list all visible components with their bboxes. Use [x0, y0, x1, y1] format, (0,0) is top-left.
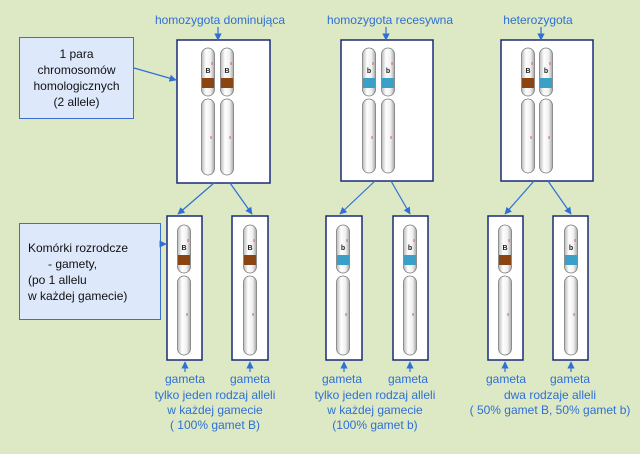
arrow-split-d2	[229, 182, 253, 215]
gamete-box-d2	[231, 215, 269, 361]
note-homologous-pair: 1 para chromosomów homologicznych (2 all…	[19, 37, 134, 119]
chromatid-arm-bottom	[521, 98, 535, 174]
allele-band	[363, 78, 375, 88]
allele-band	[337, 255, 349, 265]
allele-letter: b	[341, 245, 345, 252]
chromatid-arm-top	[498, 224, 512, 274]
allele-letter: B	[247, 245, 252, 252]
gamete-label-r2: gameta	[387, 372, 429, 386]
chromosome-recessive-2: b	[381, 47, 395, 174]
allele-band	[221, 78, 233, 88]
allele-band	[202, 78, 214, 88]
allele-letter: B	[502, 245, 507, 252]
allele-band	[522, 78, 534, 88]
allele-letter: b	[386, 68, 390, 75]
chromatid-arm-bottom	[403, 275, 417, 356]
gamete-box-r1	[325, 215, 363, 361]
title-recessive: homozygota recesywna	[326, 13, 454, 27]
arrow-note-pair	[133, 67, 177, 82]
chromatid-arm-top	[220, 47, 234, 97]
gamete-box-h2	[552, 215, 589, 361]
chromatid-arm-top	[539, 47, 553, 97]
chromatid-arm-top	[521, 47, 535, 97]
chromatid-arm-bottom	[243, 275, 257, 356]
gamete-chromosome-d2: B	[243, 224, 257, 356]
gamete-chromosome-r1: b	[336, 224, 350, 356]
gamete-box-h1	[487, 215, 524, 361]
gamete-label-r1: gameta	[321, 372, 363, 386]
arrow-split-d1	[177, 182, 215, 215]
allele-letter: b	[569, 245, 573, 252]
gamete-label-h2: gameta	[549, 372, 591, 386]
chromatid-arm-bottom	[336, 275, 350, 356]
chromatid-arm-bottom	[539, 98, 553, 174]
gamete-label-d2: gameta	[229, 372, 271, 386]
caption-hetero: dwa rodzaje alleli ( 50% gamet B, 50% ga…	[469, 388, 631, 417]
allele-band	[178, 255, 190, 265]
allele-band	[244, 255, 256, 265]
parent-box-recessive	[340, 39, 434, 182]
chromosome-recessive-1: b	[362, 47, 376, 174]
chromatid-arm-bottom	[381, 98, 395, 174]
allele-band	[382, 78, 394, 88]
chromatid-arm-top	[362, 47, 376, 97]
gamete-chromosome-r2: b	[403, 224, 417, 356]
allele-letter: B	[205, 68, 210, 75]
gamete-chromosome-h2: b	[564, 224, 578, 356]
allele-letter: b	[408, 245, 412, 252]
caption-dominant: tylko jeden rodzaj alleli w każdej gamec…	[154, 388, 276, 432]
allele-band	[565, 255, 577, 265]
arrow-split-h1	[504, 180, 535, 215]
chromatid-arm-bottom	[564, 275, 578, 356]
chromatid-arm-top	[201, 47, 215, 97]
chromatid-arm-bottom	[362, 98, 376, 174]
chromosome-hetero-2: b	[539, 47, 553, 174]
chromatid-arm-top	[336, 224, 350, 274]
chromatid-arm-bottom	[498, 275, 512, 356]
gamete-chromosome-d1: B	[177, 224, 191, 356]
title-dominant: homozygota dominująca	[154, 13, 286, 27]
chromatid-arm-bottom	[220, 98, 234, 176]
allele-letter: B	[525, 68, 530, 75]
allele-band	[404, 255, 416, 265]
arrow-split-h2	[547, 180, 572, 215]
caption-recessive: tylko jeden rodzaj alleli w każdej gamec…	[314, 388, 436, 432]
parent-box-dominant	[176, 39, 271, 184]
chromosome-hetero-1: B	[521, 47, 535, 174]
chromatid-arm-top	[564, 224, 578, 274]
gamete-box-d1	[166, 215, 203, 361]
note-gametes: Komórki rozrodcze - gamety, (po 1 allelu…	[19, 223, 161, 320]
title-hetero: heterozygota	[503, 13, 573, 27]
allele-band	[540, 78, 552, 88]
allele-band	[499, 255, 511, 265]
chromatid-arm-top	[381, 47, 395, 97]
gamete-chromosome-h1: B	[498, 224, 512, 356]
allele-letter: B	[224, 68, 229, 75]
allele-letter: B	[181, 245, 186, 252]
arrow-split-r2	[390, 180, 411, 215]
chromatid-arm-top	[243, 224, 257, 274]
chromatid-arm-top	[177, 224, 191, 274]
gamete-label-h1: gameta	[485, 372, 527, 386]
chromatid-arm-bottom	[177, 275, 191, 356]
allele-letter: b	[367, 68, 371, 75]
chromosome-dominant-1: B	[201, 47, 215, 176]
gamete-label-d1: gameta	[164, 372, 206, 386]
chromatid-arm-top	[403, 224, 417, 274]
chromosome-dominant-2: B	[220, 47, 234, 176]
arrow-split-r1	[339, 180, 376, 215]
parent-box-hetero	[500, 39, 594, 182]
gamete-box-r2	[392, 215, 429, 361]
chromatid-arm-bottom	[201, 98, 215, 176]
allele-letter: b	[544, 68, 548, 75]
